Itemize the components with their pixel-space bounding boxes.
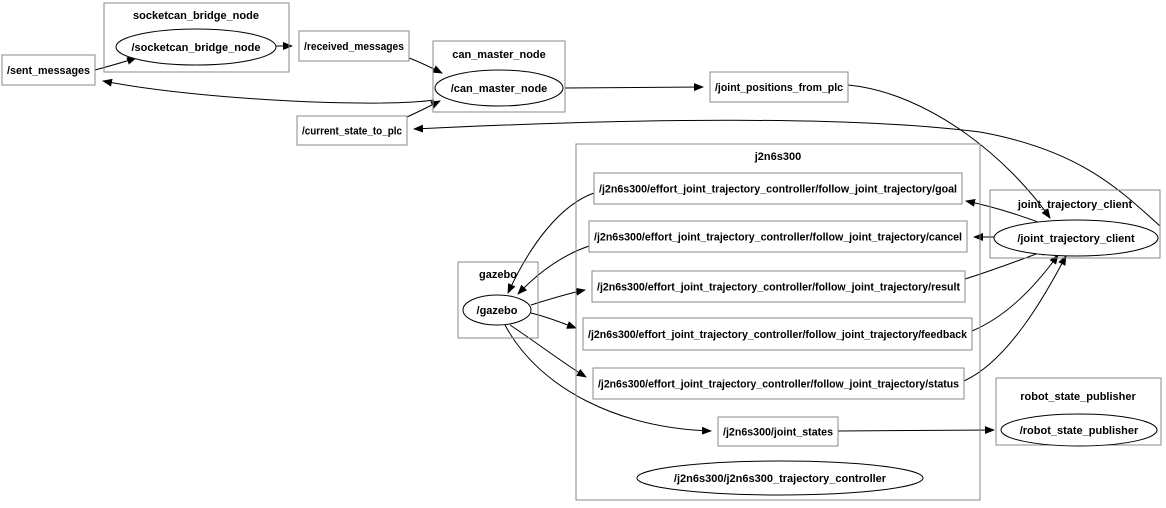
clusters-layer: socketcan_bridge_node can_master_node j2n6… xyxy=(103,2,1162,501)
edge-gazebo-to-result xyxy=(530,287,586,306)
cluster-label-robot_state_publisher: robot_state_publisher xyxy=(1020,391,1136,403)
node-label-gazebo_node: /gazebo xyxy=(477,305,518,317)
topic-label-received_messages: /received_messages xyxy=(304,41,404,53)
node-ellipse-robot_state_publisher_node[interactable] xyxy=(1000,413,1158,447)
node-label-can_master_node_node: /can_master_node xyxy=(451,83,548,95)
topic-fjt_goal[interactable]: /j2n6s300/effort_joint_trajectory_contro… xyxy=(593,172,963,205)
edge-jtc-to-currentstate xyxy=(413,119,1161,227)
topic-box-fjt_cancel[interactable] xyxy=(588,220,968,253)
topic-box-fjt_result[interactable] xyxy=(591,270,966,303)
topic-label-fjt_result: /j2n6s300/effort_joint_trajectory_contro… xyxy=(597,281,960,293)
topic-box-fjt_goal[interactable] xyxy=(593,172,963,205)
node-j2n6s300_trajectory_controller_node[interactable]: /j2n6s300/j2n6s300_trajectory_controller xyxy=(636,460,924,496)
topic-fjt_result[interactable]: /j2n6s300/effort_joint_trajectory_contro… xyxy=(591,270,966,303)
topic-label-fjt_cancel: /j2n6s300/effort_joint_trajectory_contro… xyxy=(594,231,962,243)
topic-joint_states[interactable]: /j2n6s300/joint_states xyxy=(717,416,839,447)
topic-box-current_state_to_plc[interactable] xyxy=(296,115,408,146)
topic-joint_positions_from_plc[interactable]: /joint_positions_from_plc xyxy=(709,71,849,103)
cluster-label-j2n6s300: j2n6s300 xyxy=(754,151,801,163)
cluster-joint_trajectory_client: joint_trajectory_client xyxy=(989,189,1161,259)
node-can_master_node_node[interactable]: /can_master_node xyxy=(434,69,564,107)
topic-box-joint_positions_from_plc[interactable] xyxy=(709,71,849,103)
topic-box-fjt_feedback[interactable] xyxy=(582,317,973,351)
node-label-j2n6s300_trajectory_controller_node: /j2n6s300/j2n6s300_trajectory_controller xyxy=(674,473,887,485)
node-robot_state_publisher_node[interactable]: /robot_state_publisher xyxy=(1000,413,1158,447)
cluster-frame-gazebo xyxy=(457,261,539,339)
topic-label-joint_states: /j2n6s300/joint_states xyxy=(723,426,833,438)
edge-jointstates-to-rsp xyxy=(837,426,995,435)
node-ellipse-joint_trajectory_client_node[interactable] xyxy=(993,219,1159,257)
node-ellipse-socketcan_bridge_node_node[interactable] xyxy=(115,28,277,66)
edge-received-to-canmaster xyxy=(408,57,443,74)
edge-goal-to-gazebo xyxy=(507,192,595,294)
node-socketcan_bridge_node_node[interactable]: /socketcan_bridge_node xyxy=(115,28,277,66)
cluster-frame-can_master_node xyxy=(432,40,566,113)
topic-box-fjt_status[interactable] xyxy=(592,367,965,400)
topic-label-fjt_status: /j2n6s300/effort_joint_trajectory_contro… xyxy=(598,378,959,390)
node-joint_trajectory_client_node[interactable]: /joint_trajectory_client xyxy=(993,219,1159,257)
nodes-layer: /socketcan_bridge_node/can_master_node/g… xyxy=(115,28,1159,496)
node-ellipse-gazebo_node[interactable] xyxy=(462,294,532,326)
cluster-gazebo: gazebo xyxy=(457,261,539,339)
topics-layer: /sent_messages/received_messages/current… xyxy=(1,30,973,447)
topic-label-current_state_to_plc: /current_state_to_plc xyxy=(302,125,402,137)
node-ellipse-j2n6s300_trajectory_controller_node[interactable] xyxy=(636,460,924,496)
topic-label-joint_positions_from_plc: /joint_positions_from_plc xyxy=(715,82,843,94)
topic-label-sent_messages: /sent_messages xyxy=(7,65,90,77)
cluster-label-socketcan_bridge_node: socketcan_bridge_node xyxy=(133,10,259,22)
node-label-socketcan_bridge_node_node: /socketcan_bridge_node xyxy=(132,42,261,54)
cluster-label-joint_trajectory_client: joint_trajectory_client xyxy=(1017,199,1133,211)
topic-box-received_messages[interactable] xyxy=(298,30,410,62)
topic-received_messages[interactable]: /received_messages xyxy=(298,30,410,62)
topic-sent_messages[interactable]: /sent_messages xyxy=(1,54,96,86)
topic-box-joint_states[interactable] xyxy=(717,416,839,447)
topic-fjt_cancel[interactable]: /j2n6s300/effort_joint_trajectory_contro… xyxy=(588,220,968,253)
edge-gazebo-to-jointstates xyxy=(504,324,712,435)
edges-layer xyxy=(94,42,1161,435)
topic-current_state_to_plc[interactable]: /current_state_to_plc xyxy=(296,115,408,146)
cluster-can_master_node: can_master_node xyxy=(432,40,566,113)
topic-label-fjt_goal: /j2n6s300/effort_joint_trajectory_contro… xyxy=(599,183,957,195)
edge-sent-to-bridge xyxy=(94,57,137,71)
cluster-frame-socketcan_bridge_node xyxy=(103,2,290,73)
edge-currentstate-to-canmaster xyxy=(406,100,441,118)
cluster-frame-joint_trajectory_client xyxy=(989,189,1161,259)
topic-box-sent_messages[interactable] xyxy=(1,54,96,86)
edge-jointpos-to-jtc xyxy=(847,84,1051,219)
edge-gazebo-to-status xyxy=(509,324,587,378)
edge-cancel-to-gazebo xyxy=(517,245,590,295)
cluster-socketcan_bridge_node: socketcan_bridge_node xyxy=(103,2,290,73)
topic-fjt_feedback[interactable]: /j2n6s300/effort_joint_trajectory_contro… xyxy=(582,317,973,351)
cluster-label-gazebo: gazebo xyxy=(479,269,517,281)
node-label-robot_state_publisher_node: /robot_state_publisher xyxy=(1020,425,1139,437)
topic-fjt_status[interactable]: /j2n6s300/effort_joint_trajectory_contro… xyxy=(592,367,965,400)
edge-feedback-to-jtc xyxy=(971,254,1059,332)
cluster-frame-j2n6s300 xyxy=(575,143,981,501)
node-label-joint_trajectory_client_node: /joint_trajectory_client xyxy=(1017,233,1135,245)
topic-label-fjt_feedback: /j2n6s300/effort_joint_trajectory_contro… xyxy=(588,329,968,341)
node-gazebo_node[interactable]: /gazebo xyxy=(462,294,532,326)
edge-canmaster-to-jointpos xyxy=(564,83,704,92)
edge-gazebo-to-feedback xyxy=(530,312,577,329)
node-ellipse-can_master_node_node[interactable] xyxy=(434,69,564,107)
edge-canmaster-to-sent xyxy=(102,78,435,104)
cluster-label-can_master_node: can_master_node xyxy=(452,49,546,61)
cluster-j2n6s300: j2n6s300 xyxy=(575,143,981,501)
